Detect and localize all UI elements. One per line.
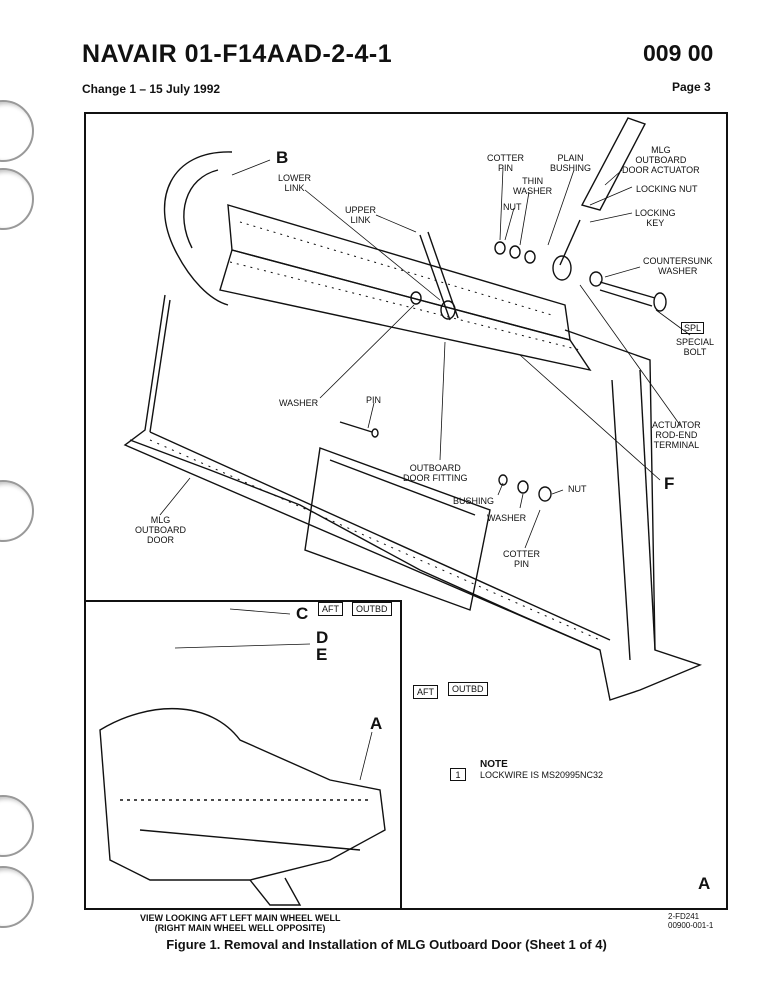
label-washer-bottom: WASHER (487, 513, 527, 523)
document-code: 009 00 (643, 40, 714, 66)
view-caption: VIEW LOOKING AFT LEFT MAIN WHEEL WELL (R… (140, 913, 341, 933)
label-bushing: BUSHING (453, 496, 495, 506)
drawing-number: 2-FD241 00900-001-1 (668, 912, 714, 930)
label-thin-washer: THIN WASHER (513, 176, 553, 196)
figure-caption: Figure 1. Removal and Installation of ML… (166, 937, 607, 952)
callout-e: E (316, 645, 328, 664)
label-mlg-outboard-door: MLG OUTBOARD DOOR (135, 515, 187, 545)
label-pin: PIN (366, 395, 382, 405)
outbd-arrow: OUTBD (352, 602, 392, 616)
label-special-bolt: SPECIAL BOLT (676, 337, 715, 357)
note-title: NOTE (480, 759, 508, 770)
note-text: LOCKWIRE IS MS20995NC32 (480, 770, 604, 780)
change-line: Change 1 – 15 July 1992 (82, 82, 221, 96)
label-actuator-rod-end: ACTUATOR ROD-END TERMINAL (652, 420, 701, 450)
label-cotter-pin-bottom: COTTER PIN (503, 549, 540, 569)
label-mlg-actuator: MLG OUTBOARD DOOR ACTUATOR (622, 145, 700, 175)
label-locking-nut: LOCKING NUT (636, 184, 698, 194)
callout-a-view: A (698, 874, 711, 893)
label-locking-key: LOCKING KEY (635, 208, 676, 228)
callout-d: D (316, 628, 329, 647)
callout-a-inset: A (370, 714, 383, 733)
figure-frame (84, 112, 728, 910)
aft-arrow: AFT (413, 685, 438, 699)
callout-c: C (296, 604, 309, 623)
label-washer-left: WASHER (279, 398, 319, 408)
label-upper-link: UPPER LINK (345, 205, 377, 225)
label-lower-link: LOWER LINK (278, 173, 312, 193)
callout-f: F (664, 474, 675, 493)
document-title: NAVAIR 01-F14AAD-2-4-1 (82, 40, 393, 68)
label-countersunk-washer: COUNTERSUNK WASHER (643, 256, 713, 276)
page-number: Page 3 (672, 80, 711, 94)
label-plain-bushing: PLAIN BUSHING (550, 153, 592, 173)
outbd-arrow: OUTBD (448, 682, 488, 696)
callout-b: B (276, 148, 289, 167)
detail-view-frame (84, 600, 402, 910)
label-cotter-pin-top: COTTER PIN (487, 153, 524, 173)
label-outboard-door-fitting: OUTBOARD DOOR FITTING (403, 463, 468, 483)
label-nut-bottom: NUT (568, 484, 587, 494)
aft-arrow: AFT (318, 602, 343, 616)
spl-badge: SPL (681, 322, 705, 334)
note-marker: 1 (450, 768, 466, 781)
label-nut-top: NUT (503, 202, 522, 212)
